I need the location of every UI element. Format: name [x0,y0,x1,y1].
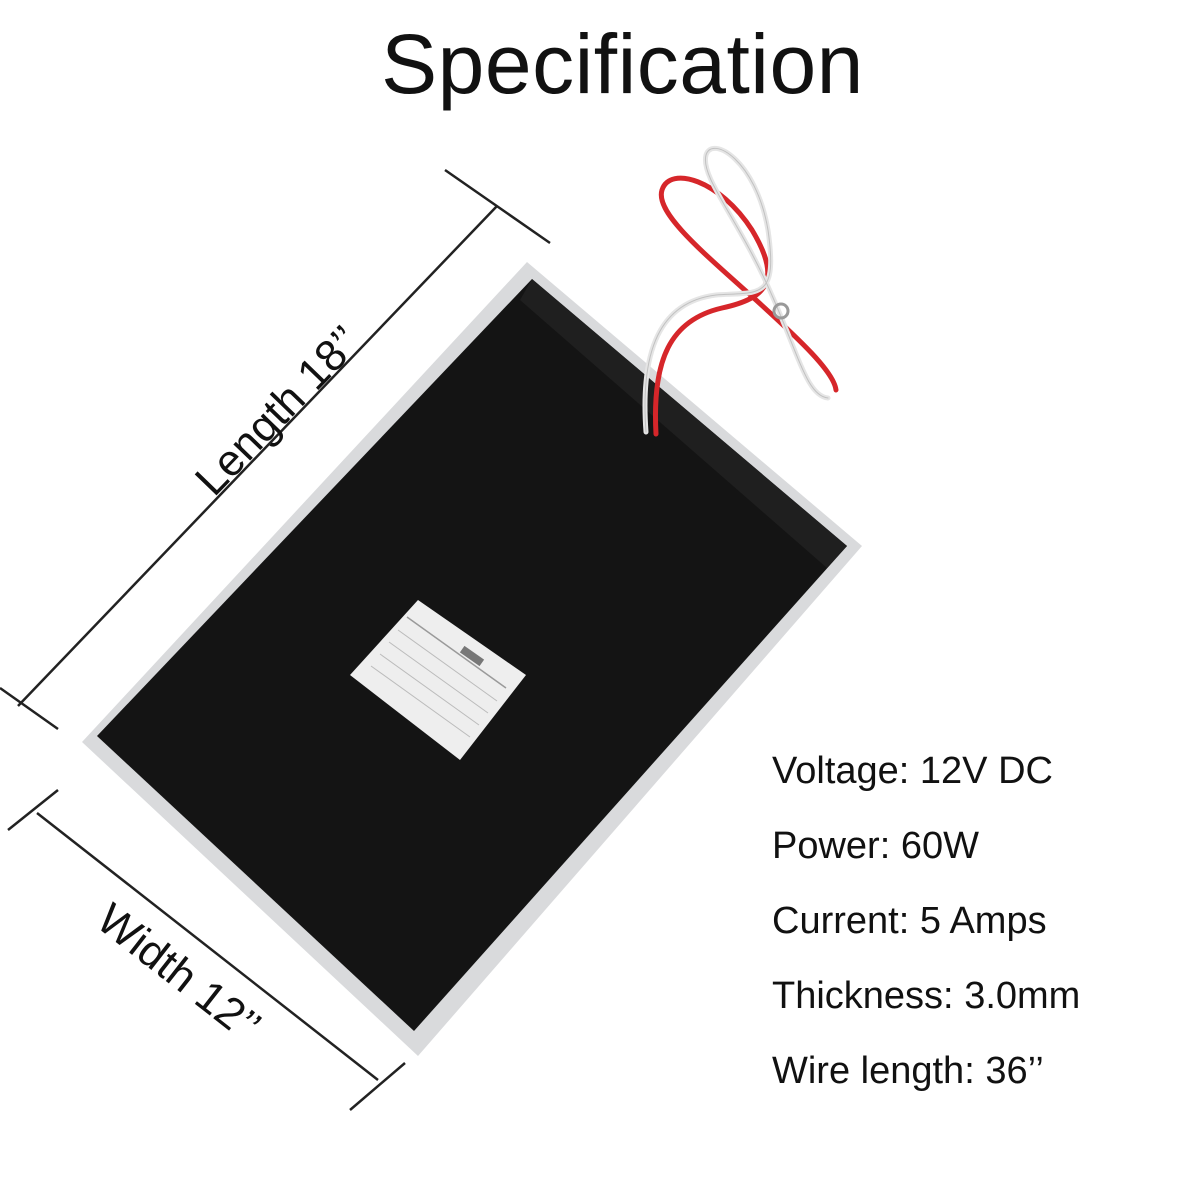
lead-wires [642,145,839,437]
spec-label: Wire length: [772,1050,975,1092]
pad-highlight [520,279,847,568]
spec-label: Voltage: [772,750,910,792]
spec-label: Thickness: [772,975,954,1017]
spec-value: 60W [900,825,979,867]
spec-value: 12V DC [919,750,1053,792]
label-sticker [350,600,526,760]
spec-current: Current: 5 Amps [772,902,1192,940]
heating-pad [82,262,862,1056]
spec-value: 36’’ [985,1050,1044,1092]
spec-value: 3.0mm [964,975,1081,1017]
spec-list: Voltage: 12V DC Power: 60W Current: 5 Am… [772,752,1192,1127]
spec-power: Power: 60W [772,827,1192,865]
spec-label: Power: [772,825,891,867]
page-title: Specification [381,17,864,111]
wire-red [652,175,839,437]
spec-thickness: Thickness: 3.0mm [772,977,1192,1015]
spec-voltage: Voltage: 12V DC [772,752,1192,790]
spec-label: Current: [772,900,910,942]
wire-tie [772,302,790,320]
spec-wire-length: Wire length: 36’’ [772,1052,1192,1090]
spec-value: 5 Amps [919,900,1047,942]
